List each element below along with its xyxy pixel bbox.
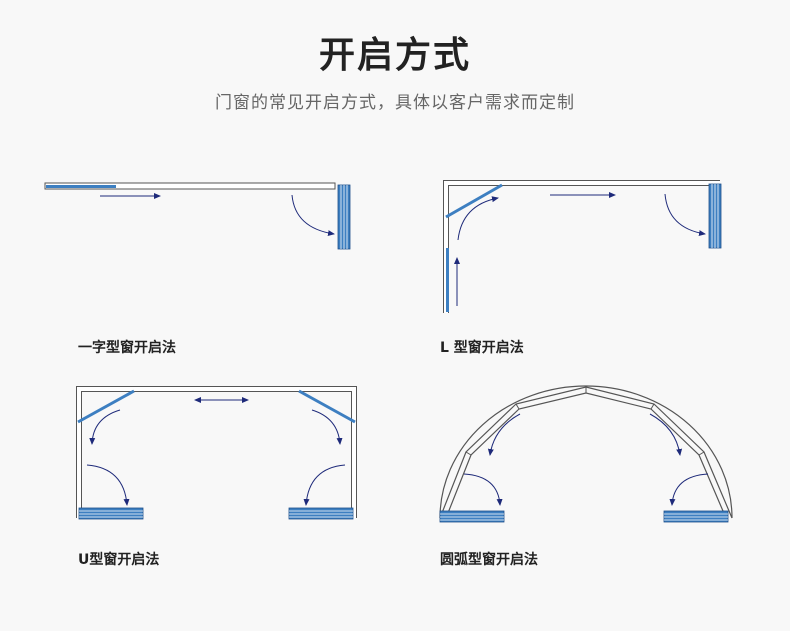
u-frame [76,386,357,518]
left-corner-panel [77,389,135,424]
vertical-sliding-panel [446,248,449,312]
l-fold-arrow [664,193,706,236]
l-window-diagram [443,180,722,313]
corner-swing-arrow [457,196,499,241]
right-corner-panel [298,389,356,424]
arc-inner-segments [439,386,733,519]
page-title: 开启方式 [318,35,471,76]
fold-arrow [291,194,335,237]
u-right-swing-arrow [311,409,343,445]
l-stacked-panels [708,183,722,249]
stacked-panels [337,184,351,250]
u-left-fold-arrow [86,464,130,506]
page-subtitle: 门窗的常见开启方式，具体以客户需求而定制 [215,93,575,113]
u-right-stacked-panels [288,507,354,520]
arc-outer-frame [439,385,733,519]
u-right-fold-arrow [303,464,346,506]
label-l-shape: L 型窗开启法 [440,340,524,356]
sliding-panel [46,185,116,188]
label-straight: 一字型窗开启法 [78,340,176,356]
track-frame [44,182,336,190]
u-window-diagram [76,386,357,520]
diagonal-corner-panel [445,183,503,219]
arc-window-diagram [439,385,733,523]
arc-right-stacked-panels [663,510,729,523]
l-frame [443,180,720,313]
u-left-stacked-panels [78,507,144,520]
label-u-shape: U型窗开启法 [78,552,160,568]
arc-left-swing-arrow [487,413,521,456]
arc-left-stacked-panels [439,510,505,523]
u-left-swing-arrow [89,409,121,445]
straight-window-diagram [44,182,351,250]
arc-right-fold-arrow [669,473,709,506]
arc-left-fold-arrow [463,473,503,506]
label-arc: 圆弧型窗开启法 [440,552,538,568]
arc-right-swing-arrow [649,413,683,456]
